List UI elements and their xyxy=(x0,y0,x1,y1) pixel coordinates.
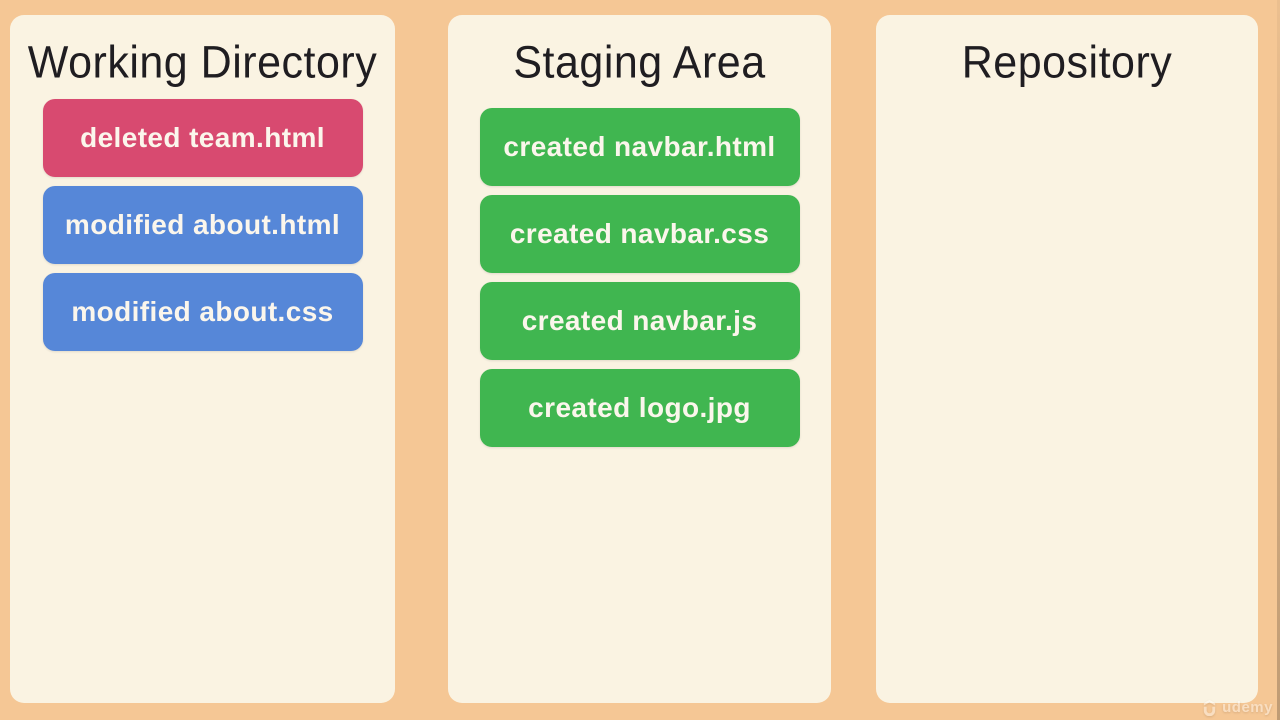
file-list-working-directory: deleted team.html modified about.html modi… xyxy=(10,99,395,351)
panel-repository: Repository xyxy=(876,15,1258,703)
panel-title-staging-area: Staging Area xyxy=(513,37,766,89)
panel-title-working-directory: Working Directory xyxy=(27,37,378,89)
file-status-box-created: created logo.jpg xyxy=(479,369,800,447)
file-status-box-created: created navbar.js xyxy=(479,282,800,360)
file-status-box-created: created navbar.css xyxy=(479,195,800,273)
udemy-watermark-label: udemy xyxy=(1222,699,1273,716)
udemy-watermark: udemy xyxy=(1201,699,1273,716)
udemy-logo-icon xyxy=(1203,699,1216,716)
panel-title-repository: Repository xyxy=(961,37,1173,89)
file-status-box-modified: modified about.html xyxy=(42,186,363,264)
panel-working-directory: Working Directory deleted team.html modif… xyxy=(10,15,395,703)
file-status-box-deleted: deleted team.html xyxy=(42,99,363,177)
file-status-box-modified: modified about.css xyxy=(42,273,363,351)
file-list-staging-area: created navbar.html created navbar.css cre… xyxy=(448,108,831,447)
file-status-box-created: created navbar.html xyxy=(479,108,800,186)
